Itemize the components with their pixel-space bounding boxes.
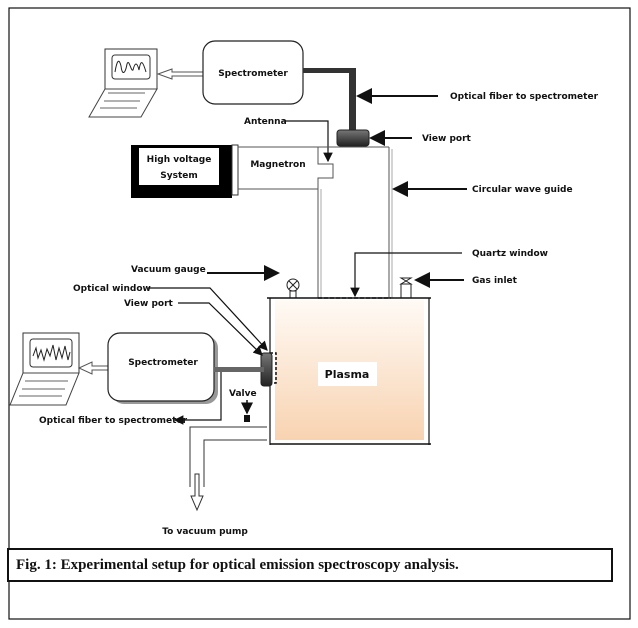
- caption-box: [7, 548, 613, 582]
- valve-icon: [244, 415, 250, 422]
- wave-guide-label: Circular wave guide: [472, 185, 573, 195]
- spectrum-trace-icon: [114, 60, 147, 73]
- hv-label-2: System: [160, 171, 198, 181]
- antenna-label: Antenna: [244, 117, 287, 127]
- optical-fiber-top-label: Optical fiber to spectrometer: [450, 92, 599, 102]
- spectrum-trace-icon-bottom: [32, 344, 71, 362]
- figure-frame: [8, 7, 631, 620]
- view-port-top-label: View port: [422, 134, 472, 144]
- view-port-side-leader: [178, 302, 263, 356]
- optical-fiber-bottom-label: Optical fiber to spectrometer: [39, 416, 188, 426]
- optical-window-label: Optical window: [73, 284, 151, 294]
- quartz-window-leader: [350, 252, 462, 298]
- gas-inlet-valve-icon: [399, 277, 413, 299]
- data-arrow-top: [156, 68, 203, 80]
- figure-caption: Fig. 1: Experimental setup for optical e…: [16, 557, 459, 573]
- plasma-label: Plasma: [325, 368, 370, 381]
- vacuum-gauge-label: Vacuum gauge: [131, 265, 206, 275]
- optical-fiber-bottom-leader: [173, 372, 222, 425]
- plasma-label-bg: [318, 362, 377, 386]
- gas-inlet-label: Gas inlet: [472, 276, 518, 286]
- laptop-top: [88, 48, 158, 118]
- spectrometer-top-label: Spectrometer: [218, 69, 288, 79]
- optical-fiber-bottom: [214, 367, 264, 372]
- hv-label-1: High voltage: [147, 155, 212, 165]
- data-arrow-bottom: [77, 361, 108, 375]
- laptop-bottom: [9, 332, 80, 406]
- magnetron: [238, 146, 334, 190]
- optical-window-leader: [148, 287, 268, 351]
- magnetron-label: Magnetron: [250, 160, 305, 170]
- high-voltage-system: [131, 144, 239, 198]
- optical-fiber-top: [303, 68, 356, 134]
- quartz-window-label: Quartz window: [472, 249, 548, 259]
- view-port-side-label: View port: [124, 299, 174, 309]
- view-port-top: [336, 129, 370, 147]
- antenna-leader: [283, 120, 333, 163]
- vacuum-pump-line: [189, 426, 267, 512]
- valve-label: Valve: [229, 389, 257, 399]
- circular-wave-guide: [317, 146, 393, 298]
- to-vacuum-pump-label: To vacuum pump: [162, 527, 248, 537]
- spectrometer-bottom-label: Spectrometer: [128, 358, 198, 368]
- vacuum-gauge-icon: [286, 278, 300, 299]
